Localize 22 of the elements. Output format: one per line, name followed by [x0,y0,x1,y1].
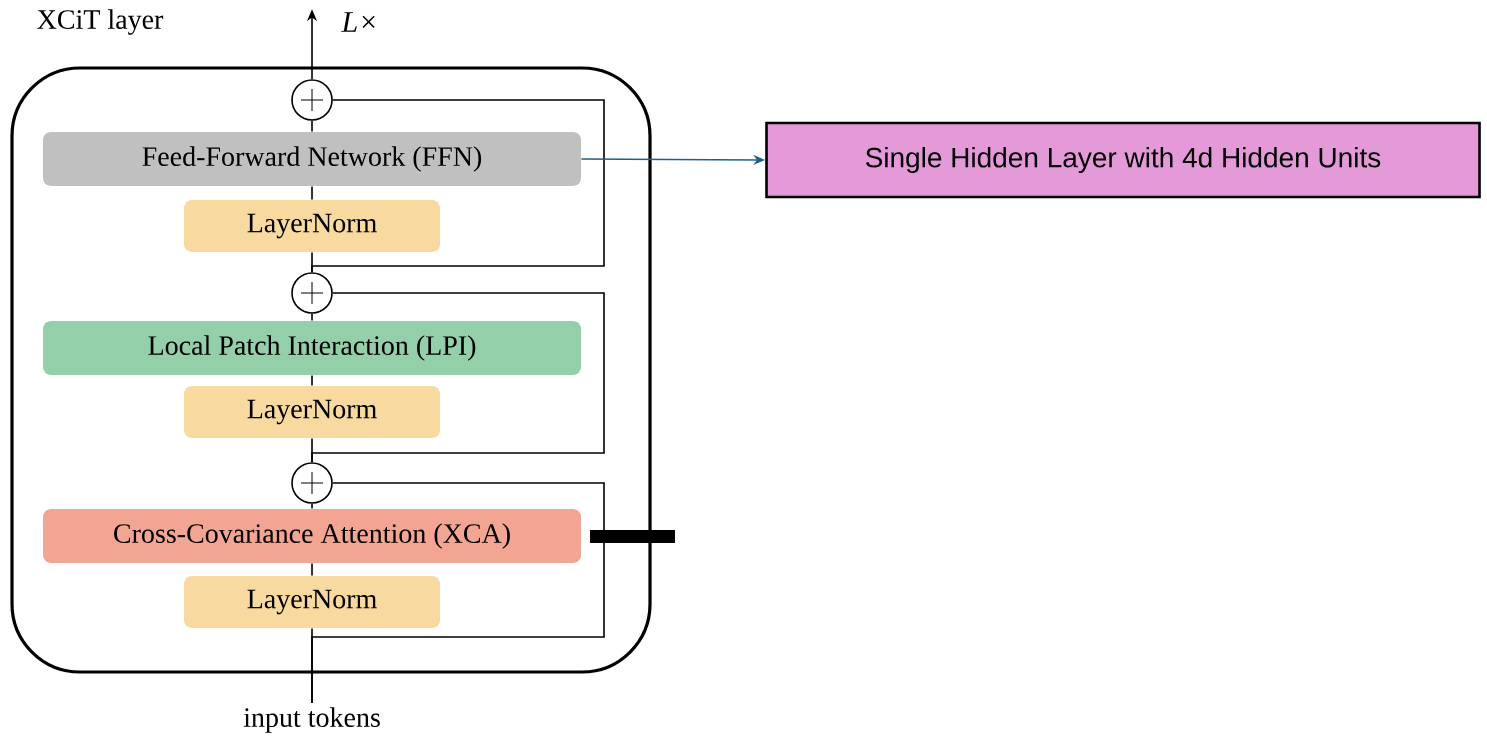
layer-block: LayerNorm [184,386,440,438]
layer-block: Cross-Covariance Attention (XCA) [43,509,581,563]
connector-line [311,292,605,463]
connector-line [311,503,313,510]
sum-circle [291,272,333,314]
connector-line [311,313,313,322]
frame-heading: XCiT layer [37,9,164,35]
repeat-label: L× [341,12,375,32]
annotation-box: Single Hidden Layer with 4d Hidden Units [765,121,1481,199]
connector-line [311,374,313,387]
connector-line [311,185,313,201]
connector-line [311,99,605,273]
connector-line [311,120,313,133]
layer-block: LayerNorm [184,576,440,628]
connector-line [311,482,605,704]
connector-line [311,562,313,577]
input-label: input tokens [243,707,380,733]
sum-circle [291,79,333,121]
layer-block: LayerNorm [184,200,440,252]
layer-block: Feed-Forward Network (FFN) [43,132,581,186]
layer-block: Local Patch Interaction (LPI) [43,321,581,375]
sum-circle [291,462,333,504]
